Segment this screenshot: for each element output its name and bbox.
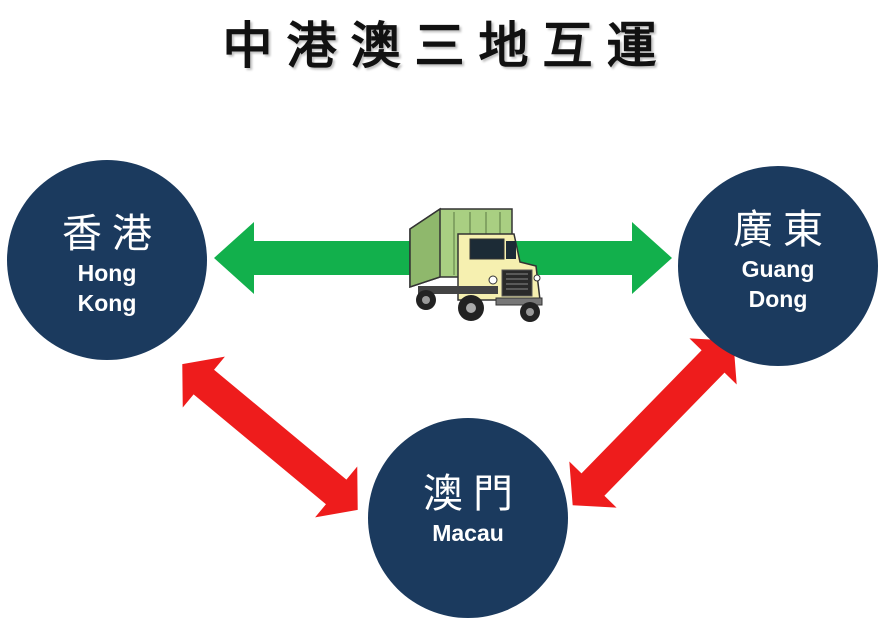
guangdong-zh-label: 廣東	[733, 207, 833, 253]
node-guangdong: 廣東 Guang Dong	[678, 166, 878, 366]
delivery-truck-icon	[409, 207, 543, 322]
macau-en-label: Macau	[432, 520, 504, 546]
hong-kong-zh-label: 香港	[62, 211, 162, 257]
node-macau: 澳門 Macau	[368, 418, 568, 618]
node-hong-kong: 香港 Hong Kong	[7, 160, 207, 360]
hong-kong-en-label-line1: Hong	[77, 260, 137, 286]
hk-macau-arrow	[182, 356, 358, 518]
macau-zh-label: 澳門	[423, 471, 523, 517]
guangdong-en-label-line2: Dong	[748, 286, 808, 312]
macau-gd-arrow	[569, 338, 737, 508]
guangdong-en-label-line1: Guang	[741, 256, 815, 282]
hong-kong-en-label-line2: Kong	[77, 290, 137, 316]
diagram-title: 中港澳三地互運	[222, 17, 671, 75]
